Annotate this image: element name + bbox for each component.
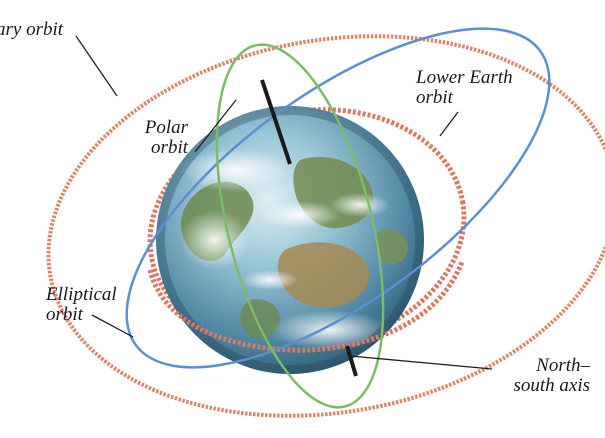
polar-orbit bbox=[215, 43, 385, 409]
leader-lines bbox=[75, 35, 493, 370]
leader-polar bbox=[194, 99, 237, 153]
lower-earth-orbit-front bbox=[147, 261, 465, 353]
stationary-orbit bbox=[46, 34, 605, 418]
north-south-axis-label: North– south axis bbox=[513, 355, 590, 396]
lower-earth-orbit-label: Lower Earth orbit bbox=[416, 67, 513, 108]
leader-stationary bbox=[75, 35, 118, 97]
leader-elliptical bbox=[91, 314, 134, 338]
earth-globe bbox=[156, 106, 424, 374]
north-south-axis-bottom bbox=[345, 345, 358, 377]
elliptical-orbit-label: Elliptical orbit bbox=[46, 284, 117, 325]
leader-axis bbox=[349, 355, 493, 370]
elliptical-orbit bbox=[125, 27, 551, 369]
leader-lower-earth bbox=[439, 111, 459, 137]
stationary-orbit-label: ary orbit bbox=[0, 19, 64, 40]
polar-orbit-label: Polar orbit bbox=[144, 117, 188, 158]
north-south-axis-top bbox=[260, 79, 292, 165]
